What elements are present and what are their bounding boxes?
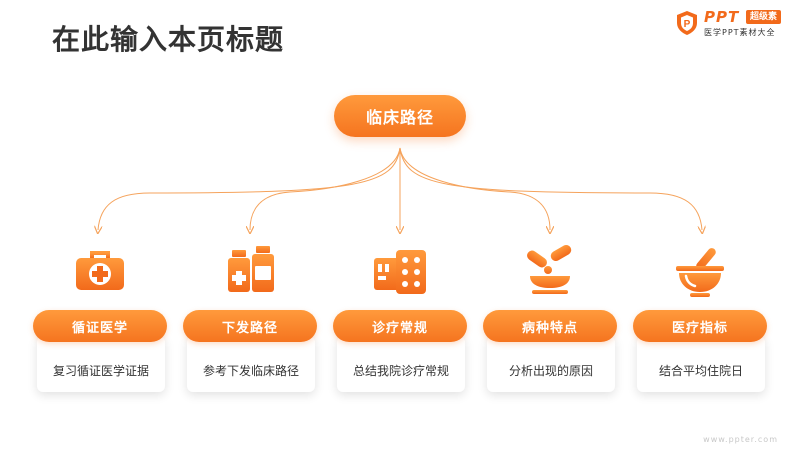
item-title-2: 下发路径 — [183, 310, 317, 342]
item-desc: 参考下发临床路径 — [202, 363, 299, 378]
connector-4 — [399, 147, 550, 230]
item-card-4: 分析出现的原因 — [487, 336, 615, 392]
connector-2 — [250, 147, 401, 230]
item-desc: 复习循证医学证据 — [52, 363, 149, 378]
page-title: 在此输入本页标题 — [52, 23, 285, 56]
item-card-5: 结合平均住院日 — [637, 336, 765, 392]
item-title-1: 循证医学 — [33, 310, 167, 342]
pill-blister-icon — [374, 250, 426, 294]
item-desc: 结合平均住院日 — [658, 363, 743, 378]
item-card-2: 参考下发临床路径 — [187, 336, 315, 392]
capsule-dish-icon — [527, 245, 572, 294]
item-title-4: 病种特点 — [483, 310, 617, 342]
root-node: 临床路径 — [334, 95, 466, 137]
item-desc: 总结我院诊疗常规 — [352, 363, 449, 378]
logo-badge: 超级素 — [746, 10, 782, 24]
connector-1 — [98, 147, 401, 230]
item-title-3: 诊疗常规 — [333, 310, 467, 342]
item-card-3: 总结我院诊疗常规 — [337, 336, 465, 392]
item-desc: 分析出现的原因 — [508, 363, 593, 378]
shield-logo-icon: P — [677, 11, 697, 35]
logo-brand: PPT — [704, 8, 740, 26]
svg-text:P: P — [684, 19, 691, 30]
item-title-5: 医疗指标 — [633, 310, 767, 342]
logo-subtitle: 医学PPT素材大全 — [704, 28, 776, 37]
first-aid-kit-icon — [76, 251, 124, 290]
brand-logo: P PPT 超级素 医学PPT素材大全 — [676, 8, 794, 40]
medicine-bottles-icon — [228, 246, 274, 292]
mortar-pestle-icon — [676, 248, 724, 297]
connector-5 — [399, 147, 702, 230]
watermark: www.ppter.com — [703, 435, 778, 444]
item-card-1: 复习循证医学证据 — [37, 336, 165, 392]
